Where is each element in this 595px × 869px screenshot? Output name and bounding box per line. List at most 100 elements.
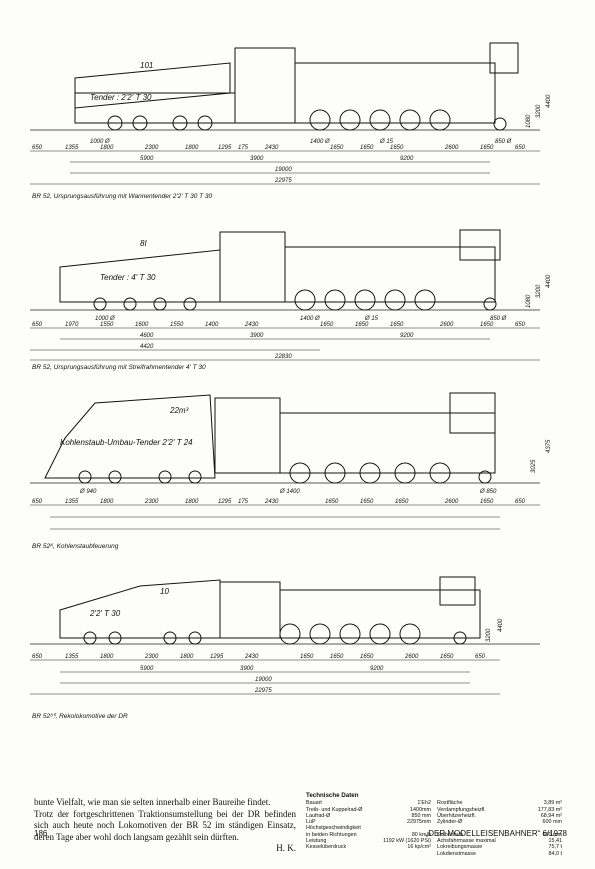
dim-row1: 2430 bbox=[264, 145, 279, 151]
dim-row3: 19000 bbox=[255, 677, 272, 683]
tech-row: Treib- und Kuppelrad-Ø 1400mm bbox=[306, 807, 437, 813]
tech-key: Leistung bbox=[306, 838, 327, 845]
dim-row2: 4600 bbox=[140, 333, 154, 339]
journal-reference: „DER MODELLEISENBAHNER“ 6/1978 bbox=[425, 829, 567, 838]
dim-row1: 2430 bbox=[244, 654, 259, 660]
dim-row1: 1650 bbox=[480, 145, 494, 151]
height-dim: 3025 bbox=[531, 459, 537, 473]
height-dim: 4400 bbox=[498, 618, 504, 632]
wheel-dim: 1000 Ø bbox=[95, 316, 115, 322]
author-signature: H. K. bbox=[276, 843, 296, 854]
dim-row2: 5900 bbox=[140, 156, 154, 162]
dim-row1: 1800 bbox=[100, 654, 114, 660]
wheel-dim: Ø 1400 bbox=[279, 489, 300, 495]
tech-value: 1400mm bbox=[410, 806, 431, 813]
dim-row1: 1800 bbox=[185, 499, 199, 505]
dim-row1: 1800 bbox=[100, 499, 114, 505]
dim-row3: 19000 bbox=[275, 167, 292, 173]
locomotive-diagram: 22m³ Kohlenstaub-Umbau-Tender 2'2' T 24 … bbox=[30, 392, 552, 530]
dim-row1: 2600 bbox=[444, 499, 459, 505]
tech-key: Überhitzerheizfl. bbox=[437, 812, 476, 819]
dim-row1: 1650 bbox=[480, 322, 494, 328]
tech-key: Lokdienstmasse bbox=[437, 850, 476, 857]
wheel-dim: 850 Ø bbox=[495, 139, 512, 145]
dim-row1: 1355 bbox=[65, 654, 79, 660]
tech-row: Überhitzerheizfl.68,94 m² bbox=[437, 813, 568, 819]
dim-row1: 1800 bbox=[100, 145, 114, 151]
dim-row1: 2300 bbox=[144, 654, 159, 660]
locomotive-diagram: 10 2'2' T 30 3200 4400 650 1355 1800 230… bbox=[30, 576, 540, 695]
dim-row1: 650 bbox=[32, 654, 43, 660]
dim-row1: 650 bbox=[475, 654, 486, 660]
height-dim: 1080 bbox=[526, 114, 532, 128]
tech-value: 3,89 m² bbox=[543, 800, 562, 807]
engine-number: 22m³ bbox=[169, 406, 189, 415]
dim-row1: 1800 bbox=[185, 145, 199, 151]
dim-row2: 9200 bbox=[400, 156, 414, 162]
tech-value: 660 mm bbox=[542, 831, 562, 838]
dim-row1: 2430 bbox=[244, 322, 259, 328]
dim-row1: 1800 bbox=[180, 654, 194, 660]
tech-title: Technische Daten bbox=[306, 792, 359, 799]
drawing-caption: BR 52, Ursprungsausführung mit Streifrah… bbox=[32, 364, 206, 371]
dim-row1: 1650 bbox=[325, 499, 339, 505]
height-dim: 3200 bbox=[536, 284, 542, 298]
dim-row1: 175 bbox=[238, 499, 249, 505]
height-dim: 3200 bbox=[536, 104, 542, 118]
dim-row2: 3900 bbox=[250, 156, 264, 162]
tech-key: Laufrad-Ø bbox=[306, 812, 331, 819]
tech-key: LüP bbox=[306, 819, 316, 826]
tech-key: Zylinder-Ø bbox=[437, 819, 463, 826]
dim-row1: 1650 bbox=[360, 654, 374, 660]
locomotive-drawing-2: 8I Tender : 4' T 30 1000 Ø 1400 Ø Ø 15 8… bbox=[20, 222, 580, 362]
tech-key: Achsfahrmasse maximal bbox=[437, 838, 496, 845]
engine-number: 8I bbox=[140, 239, 147, 248]
wheel-dim: 1000 Ø bbox=[90, 139, 110, 145]
tender-label: Tender : 2'2' T 30 bbox=[90, 93, 152, 102]
tech-key: Verdampfungsheizfl. bbox=[437, 806, 486, 813]
drawing-caption: BR 52, Ursprungsausführung mit Wannenten… bbox=[32, 193, 213, 200]
tech-key: Höchstgeschwindigkeit bbox=[306, 825, 361, 832]
dim-row1: 1650 bbox=[355, 322, 369, 328]
dim-row3: 4420 bbox=[140, 344, 154, 350]
dim-row1: 1295 bbox=[218, 499, 232, 505]
wheel-dim: 1400 Ø bbox=[310, 139, 330, 145]
dim-row4: 22975 bbox=[274, 178, 292, 184]
dim-row1: 1650 bbox=[480, 499, 494, 505]
dim-row1: 1970 bbox=[65, 322, 79, 328]
tech-row: Verdampfungsheizfl. 177,83 m² bbox=[437, 807, 568, 813]
tech-value: 177,83 m² bbox=[537, 806, 562, 813]
paragraph: Trotz der fortgeschrittenen Traktionsums… bbox=[34, 808, 296, 842]
tech-key: Rostfläche bbox=[437, 800, 463, 807]
dim-row1: 1650 bbox=[320, 322, 334, 328]
dim-row1: 1650 bbox=[390, 322, 404, 328]
dim-row1: 1650 bbox=[330, 145, 344, 151]
height-dim: 4400 bbox=[546, 94, 552, 108]
page-number: 186 bbox=[34, 829, 48, 838]
wheel-dim: 1400 Ø bbox=[300, 316, 320, 322]
dim-row4: 22975 bbox=[254, 688, 272, 694]
tech-row: Höchstgeschwindigkeit bbox=[306, 825, 437, 831]
dim-row1: 650 bbox=[515, 145, 526, 151]
dim-row1: 1355 bbox=[65, 499, 79, 505]
engine-number: 10 bbox=[160, 587, 169, 596]
height-dim: 3200 bbox=[486, 628, 492, 642]
article-text: bunte Vielfalt, wie man sie selten inner… bbox=[34, 797, 296, 855]
locomotive-diagram: 8I Tender : 4' T 30 1000 Ø 1400 Ø Ø 15 8… bbox=[30, 229, 552, 361]
tech-key: Treib- und Kuppelrad-Ø bbox=[306, 806, 363, 813]
height-dim: 4400 bbox=[546, 274, 552, 288]
dim-row1: 1650 bbox=[360, 499, 374, 505]
dim-row1: 1600 bbox=[135, 322, 149, 328]
height-dim: 1080 bbox=[526, 294, 532, 308]
